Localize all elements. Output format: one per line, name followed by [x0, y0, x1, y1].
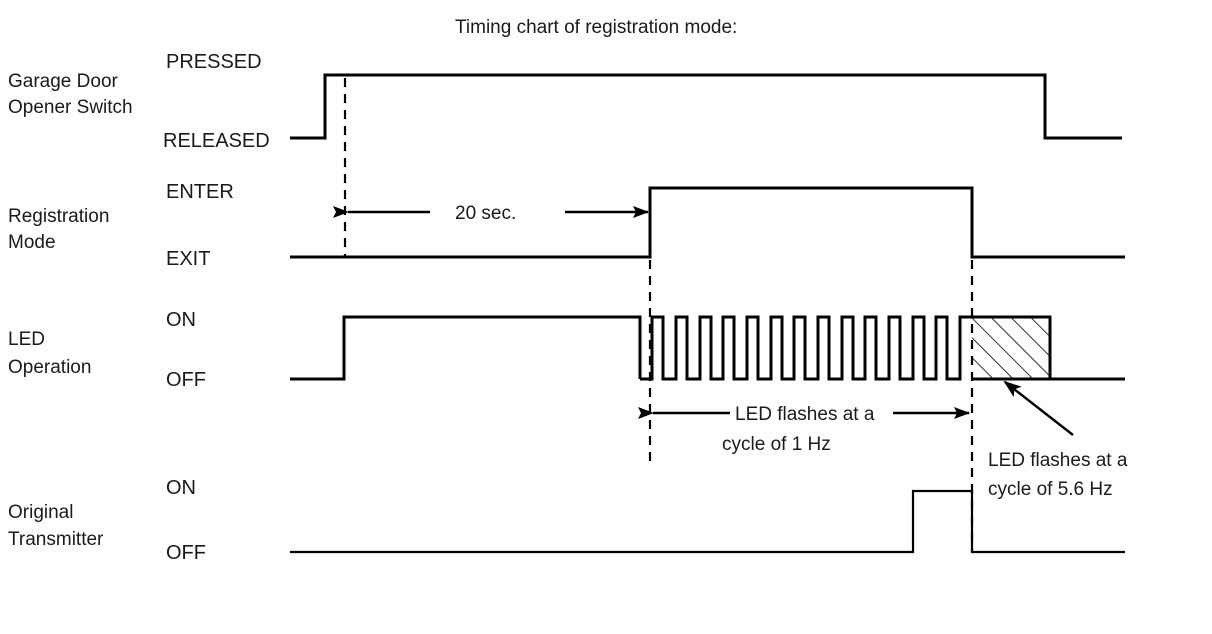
waveform-led-pulse-train-1hz: [640, 315, 972, 381]
level-label-led-on: ON: [166, 309, 196, 331]
annotation-led-slow-line2: cycle of 1 Hz: [722, 434, 831, 455]
level-label-enter: ENTER: [166, 181, 234, 203]
led-fast-flash-hatched-block: [972, 317, 1050, 379]
annotation-led-slow-line1: LED flashes at a: [735, 404, 875, 425]
level-label-released: RELEASED: [163, 130, 270, 152]
signal-label-garage-door-line2: Opener Switch: [8, 97, 133, 118]
level-label-transmitter-on: ON: [166, 477, 196, 499]
signal-label-registration-mode-line1: Registration: [8, 206, 109, 227]
signal-label-led-operation-line2: Operation: [8, 357, 91, 378]
led-fast-flash-block-outline: [972, 315, 1052, 381]
waveform-original-transmitter: [290, 489, 1125, 554]
signal-label-led-operation-line1: LED: [8, 329, 45, 350]
signal-label-original-transmitter-line1: Original: [8, 502, 73, 523]
signal-label-original-transmitter-line2: Transmitter: [8, 529, 104, 550]
waveform-led-steady-on: [290, 315, 642, 381]
level-label-exit: EXIT: [166, 248, 210, 270]
annotation-led-fast-line2: cycle of 5.6 Hz: [988, 479, 1113, 500]
signal-label-garage-door-line1: Garage Door: [8, 71, 119, 92]
waveform-garage-door-switch: [290, 73, 1122, 140]
led-fast-leader-arrow: [1003, 380, 1074, 436]
annotation-duration: 20 sec.: [455, 203, 516, 224]
level-label-led-off: OFF: [166, 369, 206, 391]
level-label-pressed: PRESSED: [166, 51, 262, 73]
level-label-transmitter-off: OFF: [166, 542, 206, 564]
page-title: Timing chart of registration mode:: [455, 17, 737, 38]
signal-label-registration-mode-line2: Mode: [8, 232, 56, 253]
waveform-registration-mode: [290, 186, 1125, 259]
annotation-led-fast-line1: LED flashes at a: [988, 450, 1128, 471]
